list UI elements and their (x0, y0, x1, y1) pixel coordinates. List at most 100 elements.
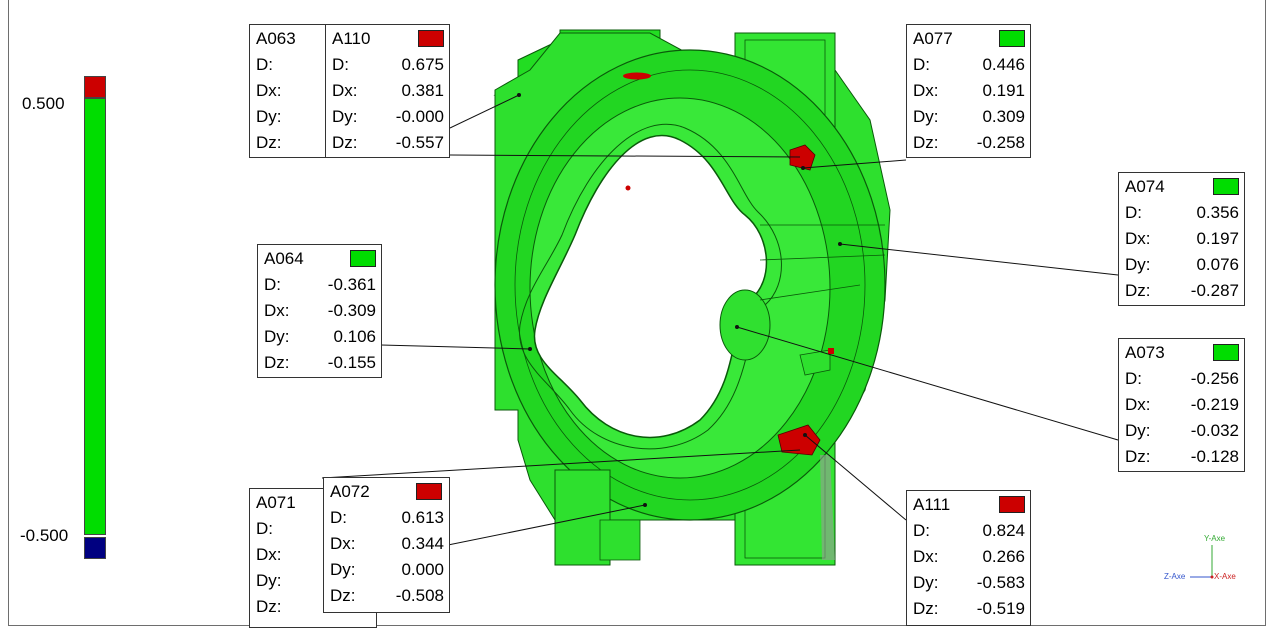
row-key: Dz: (1125, 281, 1151, 300)
deviation-spot-top (623, 72, 651, 80)
deviation-row: D: 0.675 (332, 55, 444, 77)
row-key: Dz: (330, 586, 356, 605)
row-key: Dz: (1125, 447, 1151, 466)
deviation-row: Dz:-0.557 (332, 133, 444, 155)
row-key: D: (1125, 203, 1142, 222)
deviation-row: Dy: 0.106 (264, 327, 376, 349)
row-key: D: (1125, 369, 1142, 388)
label-a072[interactable]: A072 D:0.613 Dx:0.344 Dy:0.000 Dz:-0.508 (323, 477, 450, 613)
row-value: -0.583 (976, 573, 1025, 592)
deviation-row: Dx: -0.219 (1125, 395, 1239, 417)
row-key: D: (264, 275, 281, 294)
status-swatch (418, 30, 444, 47)
row-value: 0.344 (401, 534, 444, 553)
label-a063[interactable]: A063 D:0 Dx:0 Dy:0 Dz:0 (249, 24, 336, 158)
row-key: Dy: (1125, 421, 1151, 440)
label-id: A063 (256, 29, 296, 48)
deviation-row: D:0 (256, 55, 336, 77)
row-value: -0.032 (1190, 421, 1239, 440)
scale-ok-band (84, 98, 106, 535)
row-value: -0.128 (1190, 447, 1239, 466)
row-value: -0.519 (976, 599, 1025, 618)
deviation-spot-a072 (777, 424, 821, 456)
row-key: Dx: (913, 81, 939, 100)
label-a064[interactable]: A064 D: -0.361 Dx:-0.309 Dy: 0.106 Dz: -0.1… (257, 244, 382, 378)
deviation-row: D: 0.613 (330, 508, 444, 530)
row-value: 0.191 (982, 81, 1025, 100)
row-value: -0.508 (395, 586, 444, 605)
label-id: A111 (913, 495, 951, 514)
row-key: Dy: (1125, 255, 1151, 274)
label-a111[interactable]: A111 D: 0.824 Dx:0.266 Dy:-0.583 Dz: -0.51… (906, 490, 1031, 626)
row-value: -0.309 (327, 301, 376, 320)
label-id: A071 (256, 493, 296, 512)
row-key: Dy: (332, 107, 358, 126)
row-key: Dz: (264, 353, 290, 372)
row-key: Dx: (1125, 395, 1151, 414)
deviation-row: Dy:-0.000 (332, 107, 444, 129)
row-value: -0.219 (1190, 395, 1239, 414)
row-value: -0.361 (327, 275, 376, 294)
deviation-row: Dx:-0.309 (264, 301, 376, 323)
row-key: Dx: (332, 81, 358, 100)
row-value: 0.106 (333, 327, 376, 346)
row-key: Dz: (256, 133, 282, 152)
viewport-frame (8, 0, 1266, 626)
row-value: 0.613 (401, 508, 444, 527)
deviation-row: Dx:0.197 (1125, 229, 1239, 251)
deviation-row: Dy:0.309 (913, 107, 1025, 129)
row-key: Dz: (256, 597, 282, 616)
status-swatch (999, 496, 1025, 513)
status-swatch (350, 250, 376, 267)
scale-low-band (84, 537, 106, 559)
deviation-row: Dy:0 (256, 107, 336, 129)
row-key: Dx: (256, 81, 282, 100)
row-value: 0.675 (401, 55, 444, 74)
deviation-row: Dx: 0.344 (330, 534, 444, 556)
deviation-row: Dy:0.076 (1125, 255, 1239, 277)
deviation-row: Dz: -0.128 (1125, 447, 1239, 469)
label-id: A074 (1125, 177, 1165, 196)
label-a110[interactable]: A110 D:0.675 Dx:0.381 Dy:-0.000 Dz:-0.55… (325, 24, 450, 158)
row-key: Dz: (913, 133, 939, 152)
deviation-row: Dx: 0.191 (913, 81, 1025, 103)
label-a073[interactable]: A073 D:-0.256 Dx:-0.219 Dy:-0.032 Dz:-0.… (1118, 338, 1245, 472)
deviation-row: D:0.446 (913, 55, 1025, 77)
deviation-row: Dy: -0.032 (1125, 421, 1239, 443)
deviation-row: Dx:0.266 (913, 547, 1025, 569)
deviation-row: Dy:-0.583 (913, 573, 1025, 595)
deviation-row: Dz:-0.258 (913, 133, 1025, 155)
row-key: Dy: (264, 327, 290, 346)
label-id: A064 (264, 249, 304, 268)
label-a077[interactable]: A077 D:0.446 Dx:0.191 Dy:0.309 Dz:-0.258 (906, 24, 1031, 158)
status-swatch (416, 483, 442, 500)
row-key: D: (332, 55, 349, 74)
status-swatch (999, 30, 1025, 47)
row-value: -0.155 (327, 353, 376, 372)
row-key: D: (256, 519, 273, 538)
row-value: 0.824 (982, 521, 1025, 540)
deviation-row: Dz: -0.519 (913, 599, 1025, 621)
row-key: Dz: (913, 599, 939, 618)
label-a074[interactable]: A074 D:0.356 Dx:0.197 Dy:0.076 Dz: -0.287 (1118, 172, 1245, 306)
row-key: Dx: (330, 534, 356, 553)
row-key: Dy: (256, 571, 282, 590)
deviation-row: D:0.356 (1125, 203, 1239, 225)
row-value: -0.287 (1190, 281, 1239, 300)
row-value: 0.381 (401, 81, 444, 100)
row-value: 0.000 (401, 560, 444, 579)
row-key: Dy: (913, 107, 939, 126)
y-axis-label: Y-Axe (1204, 534, 1226, 543)
x-axis-label: X-Axe (1214, 572, 1236, 581)
row-key: D: (913, 521, 930, 540)
deviation-row: Dz: -0.155 (264, 353, 376, 375)
z-axis-label: Z-Axe (1164, 572, 1186, 581)
row-value: -0.256 (1190, 369, 1239, 388)
deviation-row: Dz: -0.287 (1125, 281, 1239, 303)
row-key: D: (913, 55, 930, 74)
deviation-row: Dz:0 (256, 133, 336, 155)
deviation-row: Dx: 0.381 (332, 81, 444, 103)
row-key: Dx: (256, 545, 282, 564)
row-key: D: (330, 508, 347, 527)
